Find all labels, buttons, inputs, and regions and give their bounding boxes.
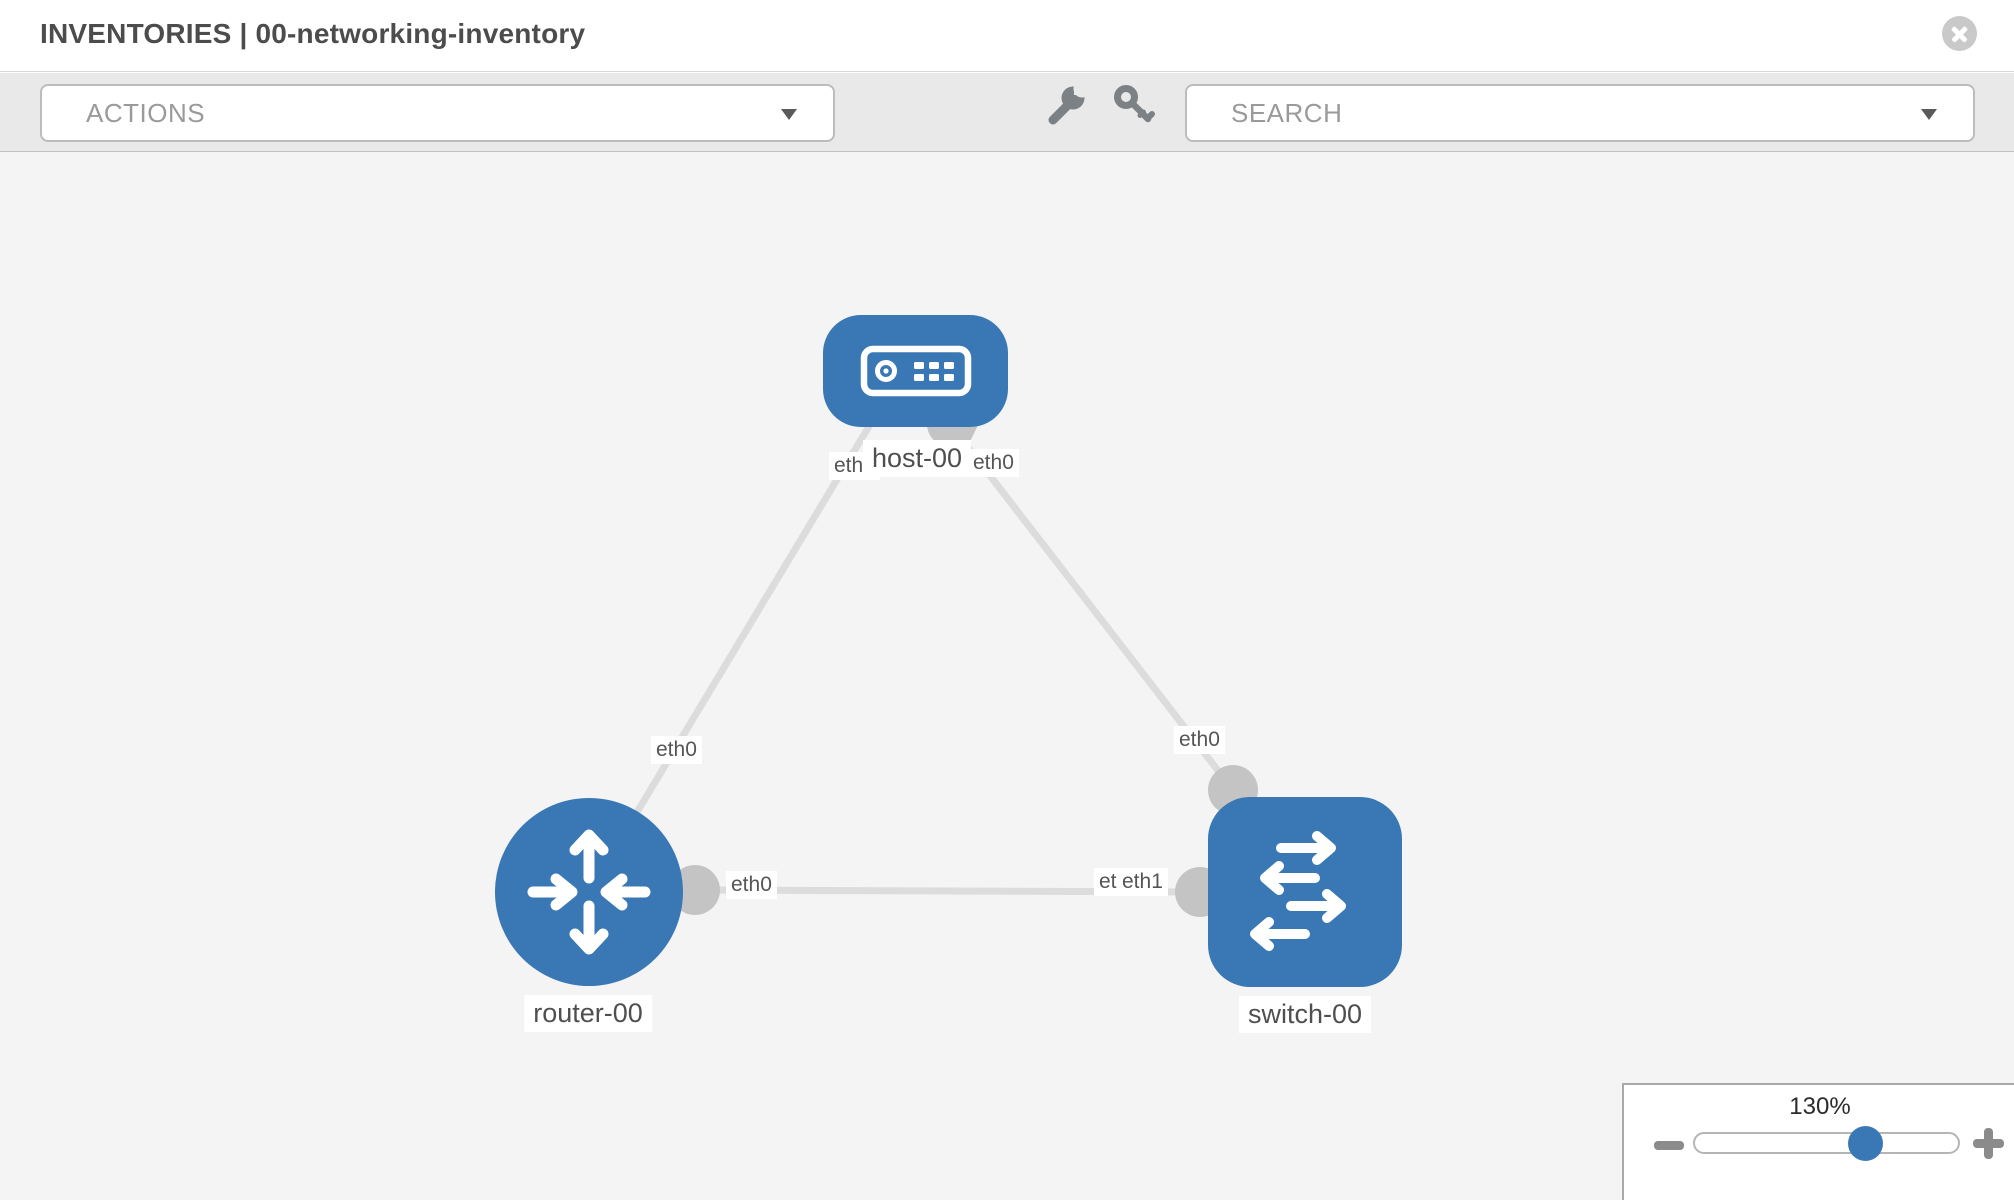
node-router-00[interactable] <box>495 798 683 986</box>
zoom-in-plus-icon[interactable] <box>1973 1128 2004 1159</box>
toolbar: ACTIONS SEARCH <box>0 73 2014 152</box>
search-dropdown-label: SEARCH <box>1231 98 1343 128</box>
search-dropdown[interactable]: SEARCH <box>1185 84 1975 142</box>
key-icon[interactable] <box>1112 83 1156 132</box>
node-switch-00[interactable] <box>1208 797 1402 987</box>
topology-wires <box>586 401 1258 917</box>
zoom-slider-track[interactable] <box>1693 1132 1960 1154</box>
close-icon[interactable] <box>1942 16 1977 51</box>
if-label-eth0-router-right: eth0 <box>726 871 777 899</box>
node-label-host-00: host-00 <box>862 440 972 477</box>
router-icon <box>527 829 651 955</box>
zoom-control-panel: 130% <box>1622 1083 2014 1200</box>
page-title: INVENTORIES | 00-networking-inventory <box>40 18 586 49</box>
zoom-slider-thumb[interactable] <box>1848 1126 1883 1161</box>
plus-icon-bar <box>1984 1128 1993 1159</box>
host-icon <box>860 345 971 397</box>
if-label-eth0-switch-top: eth0 <box>1174 726 1225 754</box>
actions-dropdown[interactable]: ACTIONS <box>40 84 835 142</box>
zoom-level-value: 130% <box>1789 1093 1851 1120</box>
if-label-eth0-host-right: eth0 <box>968 449 1019 477</box>
if-label-eth1-switch-left: eth1 <box>1117 868 1168 896</box>
chevron-down-icon <box>781 109 797 120</box>
chevron-down-icon <box>1921 109 1937 120</box>
wrench-icon[interactable] <box>1044 80 1091 134</box>
node-label-router-00: router-00 <box>524 995 652 1032</box>
node-label-switch-00: switch-00 <box>1238 996 1372 1033</box>
switch-icon <box>1250 831 1346 951</box>
if-label-eth0-router-link: eth0 <box>651 736 702 764</box>
actions-dropdown-label: ACTIONS <box>86 98 206 128</box>
header-bar: INVENTORIES | 00-networking-inventory <box>0 0 2014 72</box>
port-router-eth0[interactable] <box>670 865 720 915</box>
zoom-out-minus-icon[interactable] <box>1654 1141 1684 1150</box>
topology-canvas[interactable]: eth0 eth0 eth0 eth0 eth0 eth0 eth1 host-… <box>0 152 2014 1200</box>
node-host-00[interactable] <box>823 315 1008 427</box>
